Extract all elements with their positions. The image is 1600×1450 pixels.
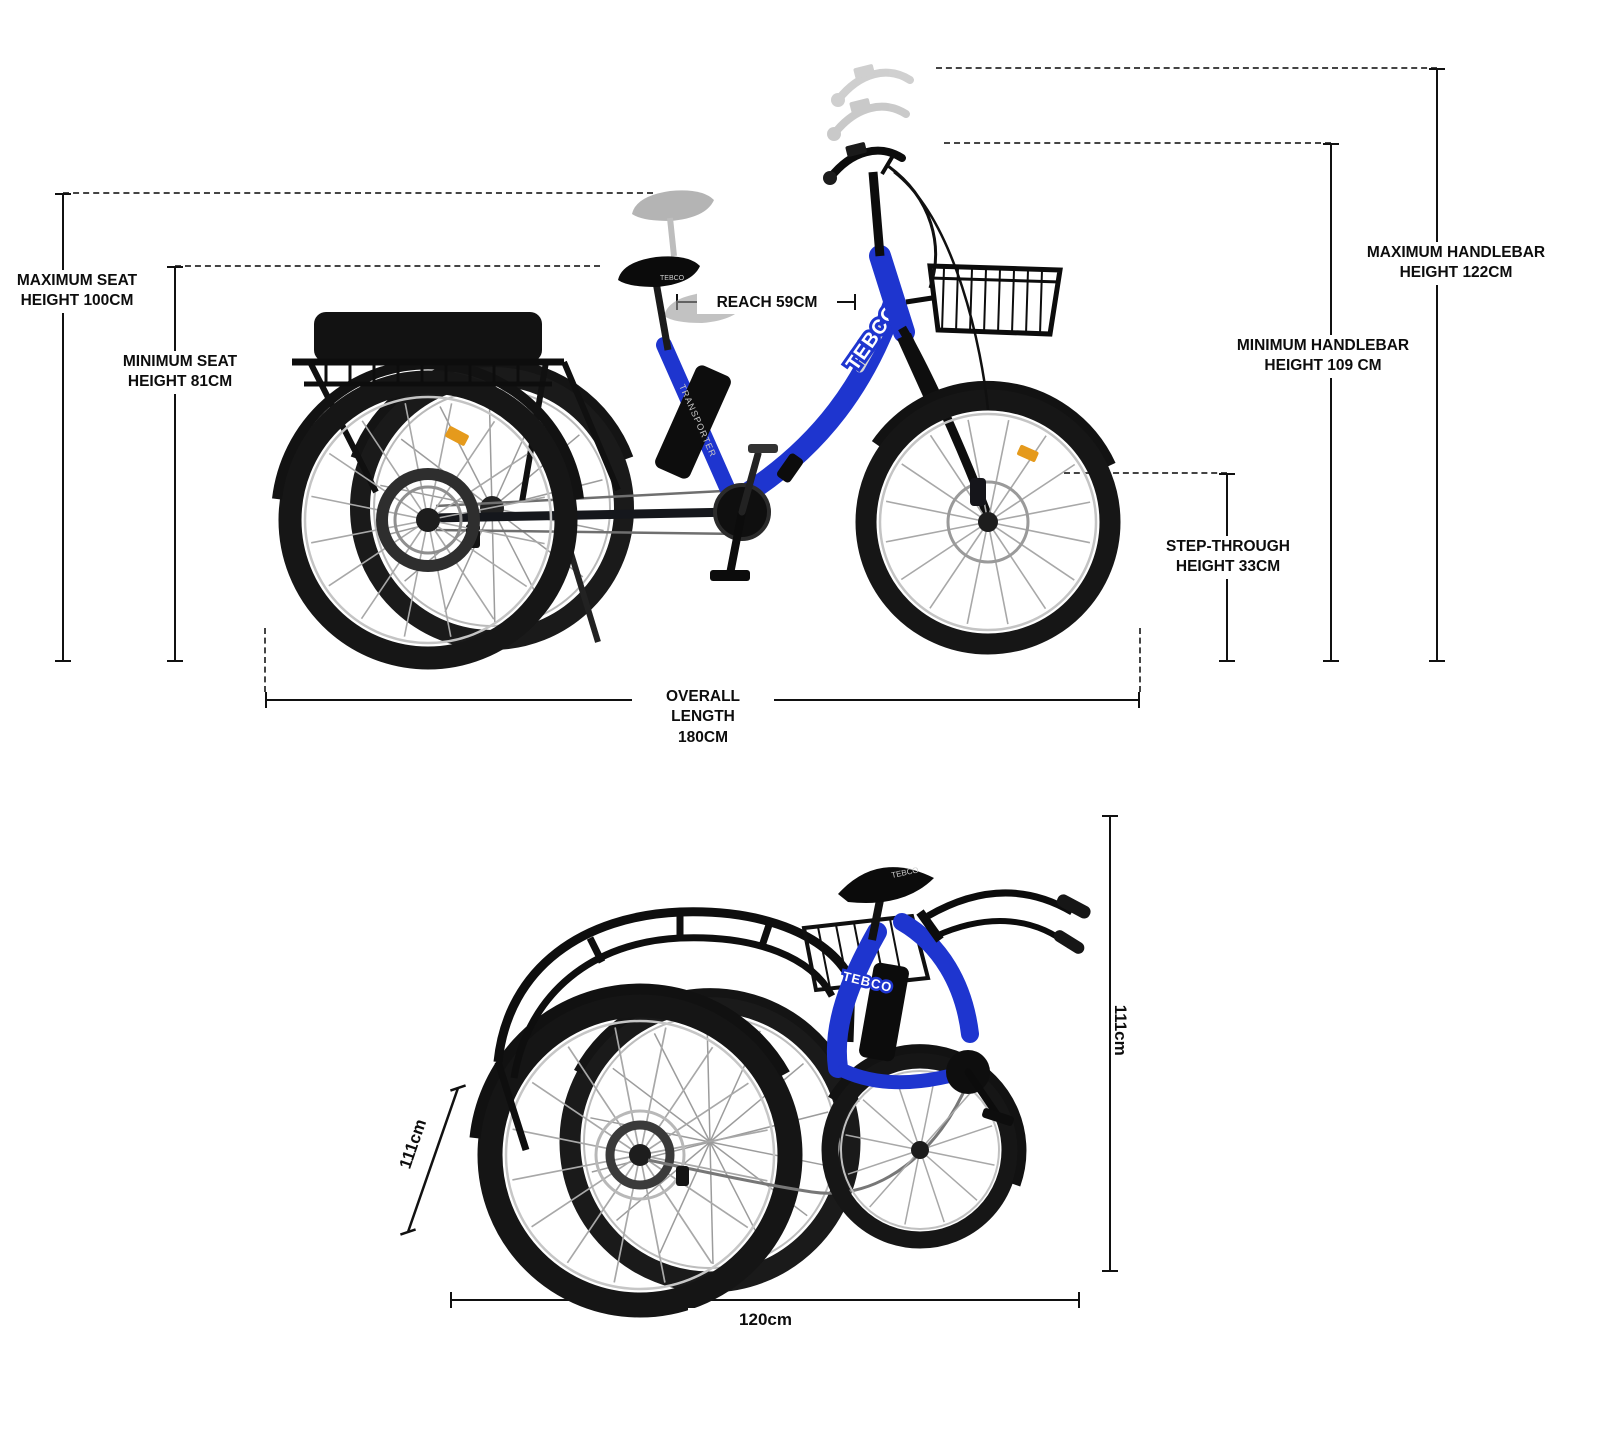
folded-handlebar [916,889,1091,954]
folded-frame-bottom [834,1061,970,1090]
folded-rear-wheel [477,992,803,1318]
saddle [618,256,700,287]
tricycle-side-illustration: TRANSPORTER TEBCO [272,64,1121,670]
front-reflector [1017,445,1039,462]
dim-line-min-handlebar-height [1323,143,1339,662]
frame-accent [855,323,887,373]
folded-frame-tube-a [826,922,887,1078]
label-max-handlebar-height: MAXIMUM HANDLEBAR HEIGHT 122CM [1349,242,1563,285]
seat-post [652,281,672,351]
folded-battery [859,962,909,1062]
label-max-seat-height: MAXIMUM SEAT HEIGHT 100CM [2,270,152,313]
rear-reflector [445,426,469,446]
front-brake-caliper [970,478,986,506]
folded-pedal [982,1108,1014,1126]
fold-hinge [776,453,804,483]
ghost-handlebar-mid [827,98,910,141]
kickstand [567,549,601,643]
label-step-through-height: STEP-THROUGH HEIGHT 33CM [1149,536,1307,579]
ghost-saddle-high [632,190,714,257]
leader-min-handlebar [944,142,1331,144]
label-overall-length: OVERALL LENGTH 180CM [632,686,774,750]
handlebar [823,142,906,185]
ghost-handlebar-high [831,64,914,107]
dim-line-max-handlebar-height [1429,68,1445,662]
folded-derailleur [676,1166,689,1186]
suspension-fork-crown [897,332,939,402]
leader-max-seat [63,192,653,194]
chain [435,488,743,536]
brake-lever [880,152,896,176]
leader-overall-left [264,628,266,692]
front-basket [905,263,1063,337]
folded-saddle [838,867,934,903]
folded-crank-arm [964,1068,1002,1120]
saddle-logo: TEBCO [660,275,685,282]
dim-line-folded-height [1102,815,1118,1272]
crank-arm-far [738,450,762,516]
dim-line-wheel-diagonal [399,1084,467,1236]
tricycle-folded-illustration: TEBCO TEBCO [399,865,1091,1318]
rack-slats [324,362,520,384]
display [845,142,867,157]
label-reach: REACH 59CM [697,292,837,315]
dim-line-max-seat-height [55,193,71,662]
folded-rear-fender [469,983,790,1139]
label-folded-length: 120cm [688,1308,843,1333]
battery [655,365,731,479]
front-brake-cable [893,171,990,411]
dim-line-min-seat-height [167,266,183,662]
dim-line-folded-length [450,1292,1080,1308]
front-fender [871,380,1116,468]
folded-seat-post [868,899,884,941]
pedal-far [748,444,778,453]
rack-bag [314,312,542,362]
head-tube [869,245,915,343]
chainstay [431,507,737,523]
leader-max-handlebar [936,67,1437,69]
leader-overall-right [1139,628,1141,692]
stem [868,171,885,257]
leader-min-seat [175,265,600,267]
label-min-handlebar-height: MINIMUM HANDLEBAR HEIGHT 109 CM [1214,335,1432,378]
leader-step-through [1064,472,1227,474]
label-folded-height: 111cm [1110,1004,1130,1056]
folded-chain [647,1081,970,1195]
label-min-seat-height: MINIMUM SEAT HEIGHT 81CM [110,351,250,394]
front-wheel [855,389,1121,655]
folded-frame-tube-b [893,913,979,1043]
crank-arm [726,508,746,578]
pedal [710,570,750,581]
folded-front-wheel [821,1051,1019,1249]
